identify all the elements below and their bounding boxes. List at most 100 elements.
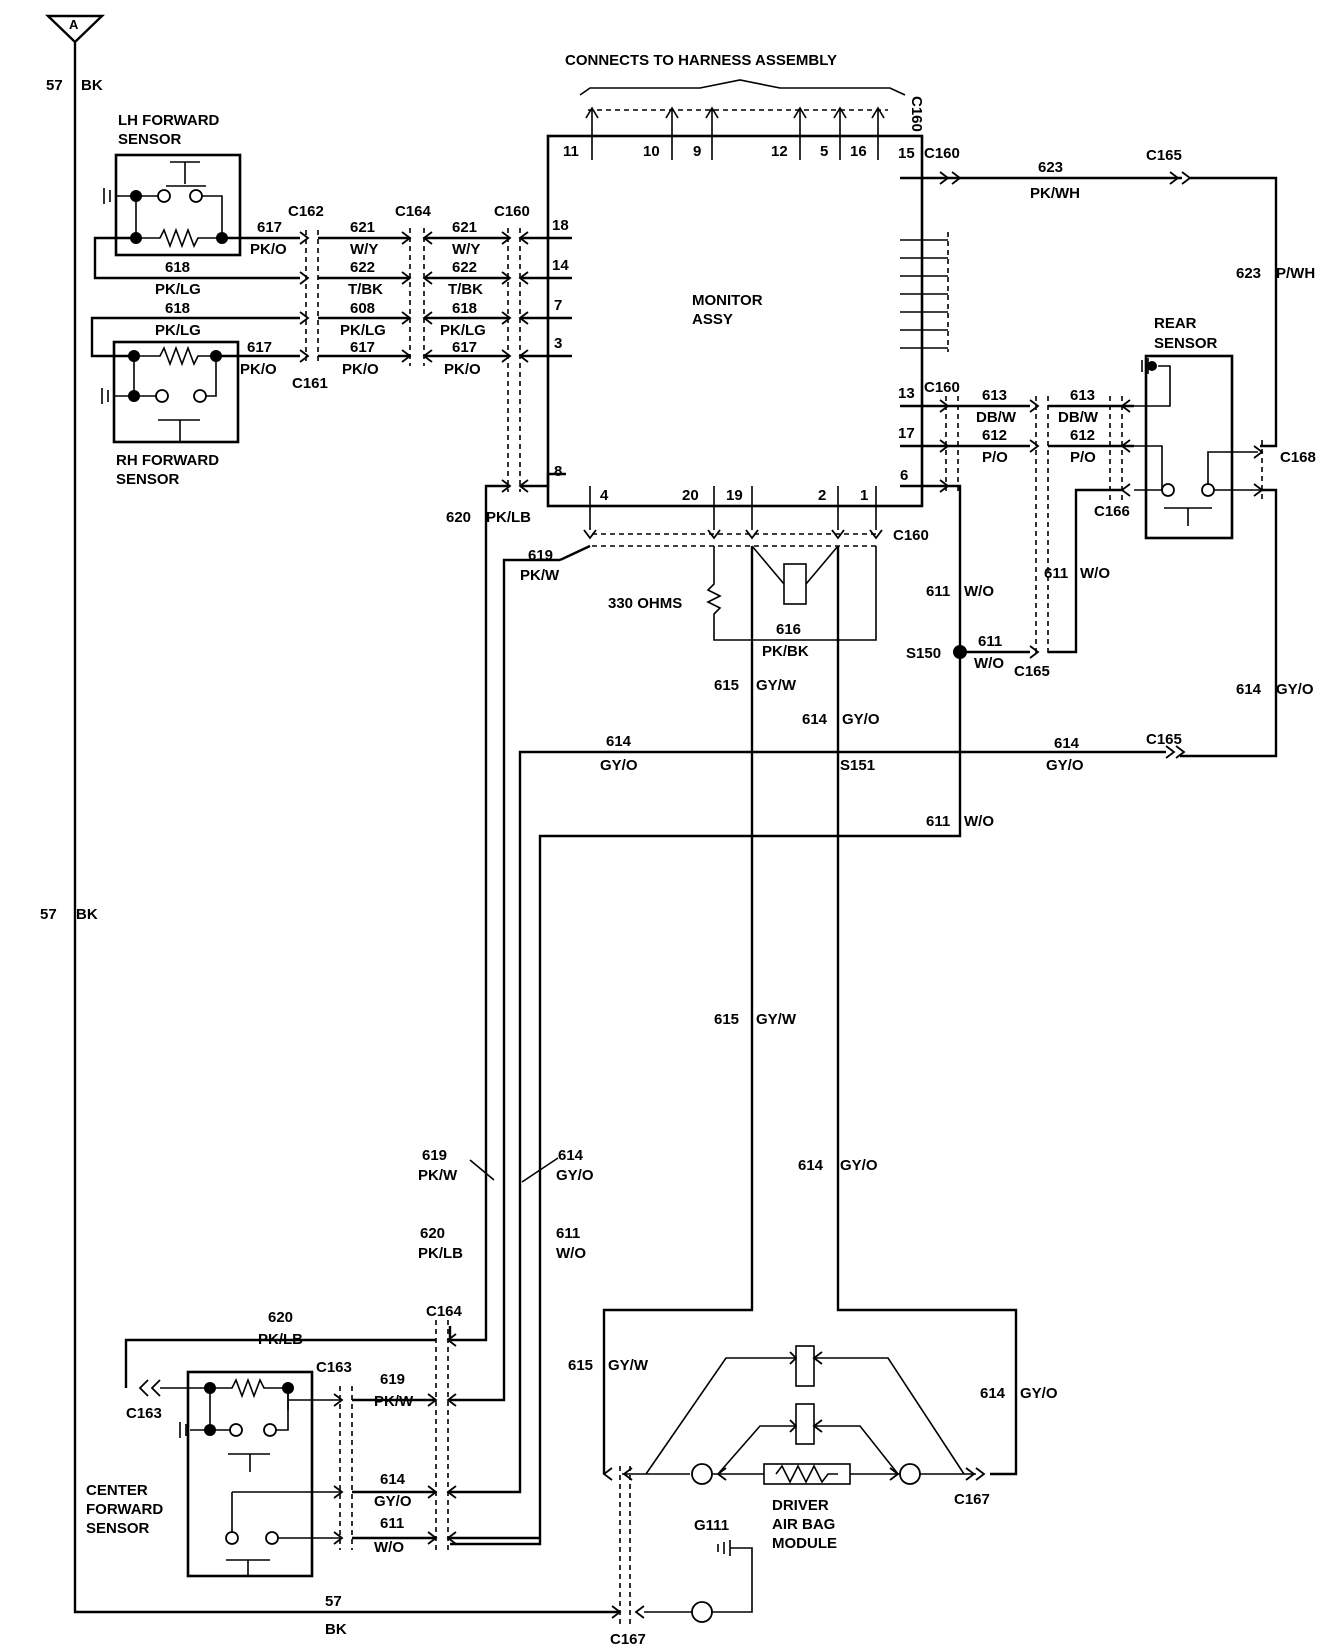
resistor-label: 330 OHMS [608,595,682,612]
lbl-pko-2: PK/O [240,361,277,378]
wire-57-label-bottom: 57 [325,1593,342,1610]
lbl-621-b: 621 [452,219,477,236]
wire-618-rh [90,316,300,358]
lbl-wy-a: W/Y [350,241,378,258]
rear-sensor-box [1144,354,1234,540]
lbl-wy-b: W/Y [452,241,480,258]
lbl-pkw-mid: PK/W [418,1167,458,1184]
pin-6: 6 [900,467,908,484]
pin-9: 9 [693,143,701,160]
c165-top-label: C165 [1146,147,1182,164]
lbl-623-a: 623 [1038,159,1063,176]
c160-right-mid-label: C160 [924,379,960,396]
lbl-pkbk: PK/BK [762,643,809,660]
pin-16: 16 [850,143,867,160]
wire-614-vertical [836,546,1018,1476]
lbl-622-a: 622 [350,259,375,276]
lbl-608-a: 608 [350,300,375,317]
c162-label: C162 [288,203,324,220]
harness-brace [579,79,906,96]
lbl-gyo-h1: GY/O [600,757,638,774]
lbl-gyo-mid: GY/O [556,1167,594,1184]
lbl-619-top: 619 [528,547,553,564]
c160-bottom-label: C160 [893,527,929,544]
center-sensor-label-3: SENSOR [86,1520,150,1537]
wire-bk-label-mid: BK [76,906,98,923]
g111-label: G111 [694,1517,729,1534]
c160-right-top-label: C160 [924,145,960,162]
lbl-pkw-top: PK/W [520,567,560,584]
center-sensor-box [186,1370,314,1578]
airbag-label-2: AIR BAG [772,1516,835,1533]
c160-top-label: C160 [908,96,925,132]
harness-header: CONNECTS TO HARNESS ASSEMBLY [565,52,837,69]
connector-c164-lower [427,1320,457,1550]
lbl-622-b: 622 [452,259,477,276]
lbl-pklg-1: PK/LG [155,281,201,298]
c167-bottom-label: C167 [610,1631,646,1648]
wire-615-vertical [602,546,754,1474]
lbl-gyw-v1: GY/W [756,677,797,694]
lh-sensor-switch [103,161,228,249]
wire-620-center [124,1338,436,1388]
center-sensor-label-1: CENTER [86,1482,148,1499]
lbl-pklg-b: PK/LG [440,322,486,339]
c164-upper-label: C164 [395,203,432,220]
lbl-gyw-v3: GY/W [608,1357,649,1374]
lbl-pklg-2: PK/LG [155,322,201,339]
lbl-pkwh: PK/WH [1030,185,1080,202]
lbl-621-a: 621 [350,219,375,236]
wire-619-vertical [450,558,560,1402]
lbl-618-1: 618 [165,259,190,276]
monitor-right-unused-pins [900,232,949,352]
c165-mid-label: C165 [1014,663,1050,680]
lbl-gyo-h2: GY/O [1046,757,1084,774]
lbl-615-v1: 615 [714,677,739,694]
lbl-614-v3: 614 [980,1385,1006,1402]
wire-57-label-mid: 57 [40,906,57,923]
rear-sensor-label-1: REAR [1154,315,1197,332]
lbl-614-h1: 614 [606,733,632,750]
c161-label: C161 [292,375,328,392]
rh-sensor-label-1: RH FORWARD [116,452,219,469]
connector-c160-right [939,396,959,494]
pin-20: 20 [682,487,699,504]
wire-611-down [450,652,962,1546]
lbl-614-h2: 614 [1054,735,1080,752]
c165-bottom-label: C165 [1146,731,1182,748]
feed-tag: A [69,17,79,32]
lbl-pwh: P/WH [1276,265,1315,282]
wire-57-label-top: 57 [46,77,63,94]
lbl-pd-a: P/O [982,449,1008,466]
s150-label: S150 [906,645,941,662]
lh-sensor-label-2: SENSOR [118,131,182,148]
monitor-label-1: MONITOR [692,292,763,309]
c166-label: C166 [1094,503,1130,520]
monitor-pin-8 [520,472,566,488]
pin-8: 8 [554,463,562,480]
wire-614-horizontal [518,750,1166,1478]
monitor-bottom-pins: 4 20 19 2 1 [589,486,877,530]
lbl-gyo-v2: GY/O [840,1157,878,1174]
lbl-pklg-a: PK/LG [340,322,386,339]
monitor-label-2: ASSY [692,311,733,328]
airbag-module [622,1345,976,1485]
lbl-dbw-a: DB/W [976,409,1017,426]
pin-18: 18 [552,217,569,234]
connector-c167 [602,1466,986,1624]
connector-c166 [1109,396,1131,500]
pin-10: 10 [643,143,660,160]
wire-620-vertical [448,484,508,1342]
lbl-618-2: 618 [165,300,190,317]
lbl-617-a: 617 [350,339,375,356]
lbl-614-v1: 614 [802,711,828,728]
lbl-619-mid: 619 [422,1147,447,1164]
pin-4: 4 [600,487,609,504]
feed-terminal: A [45,14,105,44]
lbl-612-b: 612 [1070,427,1095,444]
pin-3: 3 [554,335,562,352]
wire-611-c166 [1048,488,1122,654]
lbl-wo-center: W/O [374,1539,404,1556]
rear-sensor-label-2: SENSOR [1154,335,1218,352]
